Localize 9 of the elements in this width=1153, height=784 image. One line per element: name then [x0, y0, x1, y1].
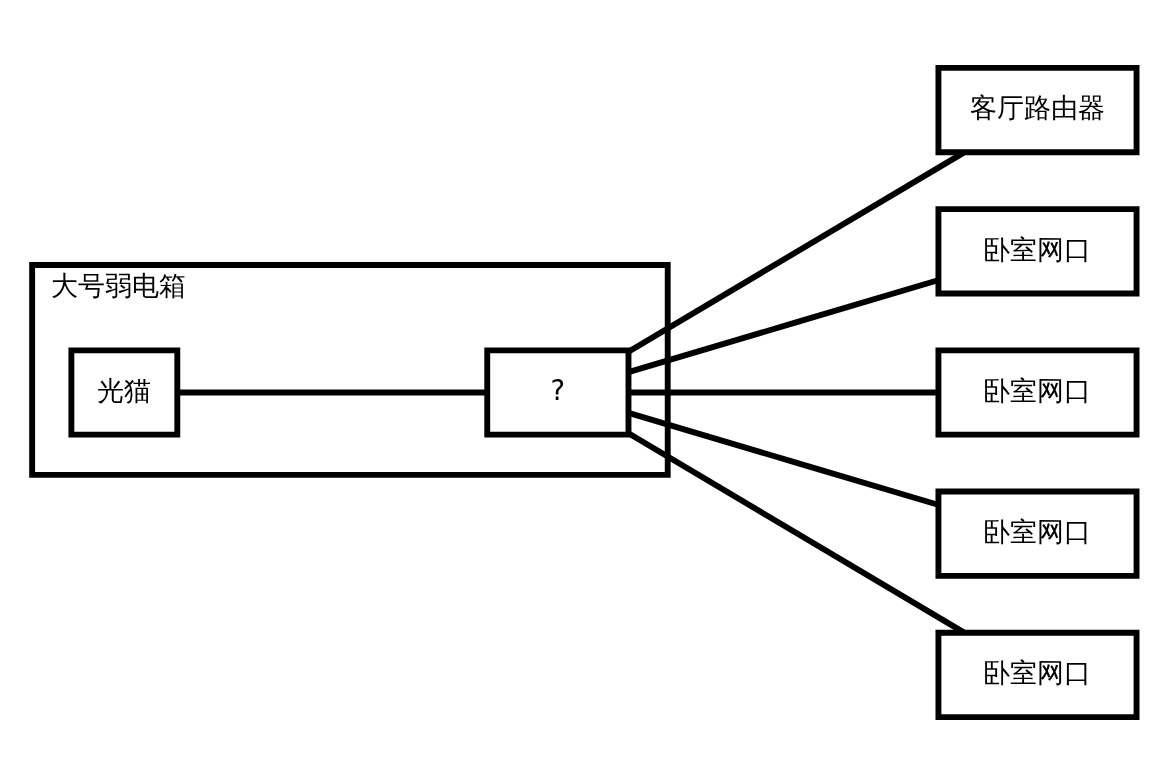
node-box: 卧室网口 [935, 346, 1140, 438]
connector [628, 389, 938, 395]
node-box: 光猫 [68, 346, 181, 438]
node-box: 卧室网口 [935, 629, 1140, 720]
node-box: 客厅路由器 [935, 64, 1140, 155]
node-box: ? [484, 346, 632, 438]
node-box: 卧室网口 [935, 205, 1140, 296]
connector [178, 389, 487, 395]
node-box: 卧室网口 [935, 488, 1140, 579]
